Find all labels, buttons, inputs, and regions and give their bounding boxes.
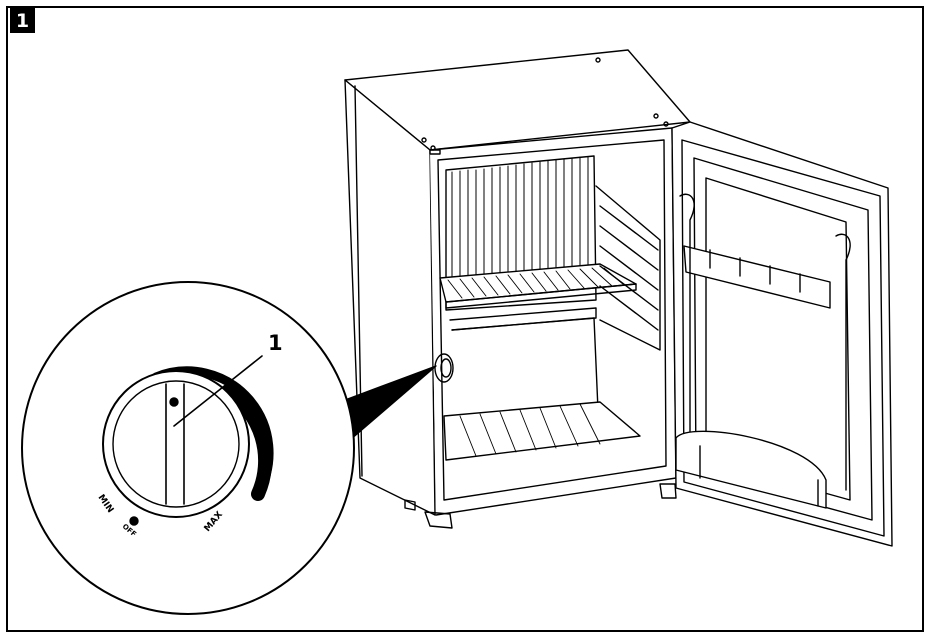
callout-label: 1	[268, 331, 283, 355]
magnifier-detail	[21, 281, 437, 615]
fridge-interior	[434, 139, 667, 501]
fridge-door	[671, 121, 893, 547]
figure-number-badge: 1	[10, 8, 35, 33]
